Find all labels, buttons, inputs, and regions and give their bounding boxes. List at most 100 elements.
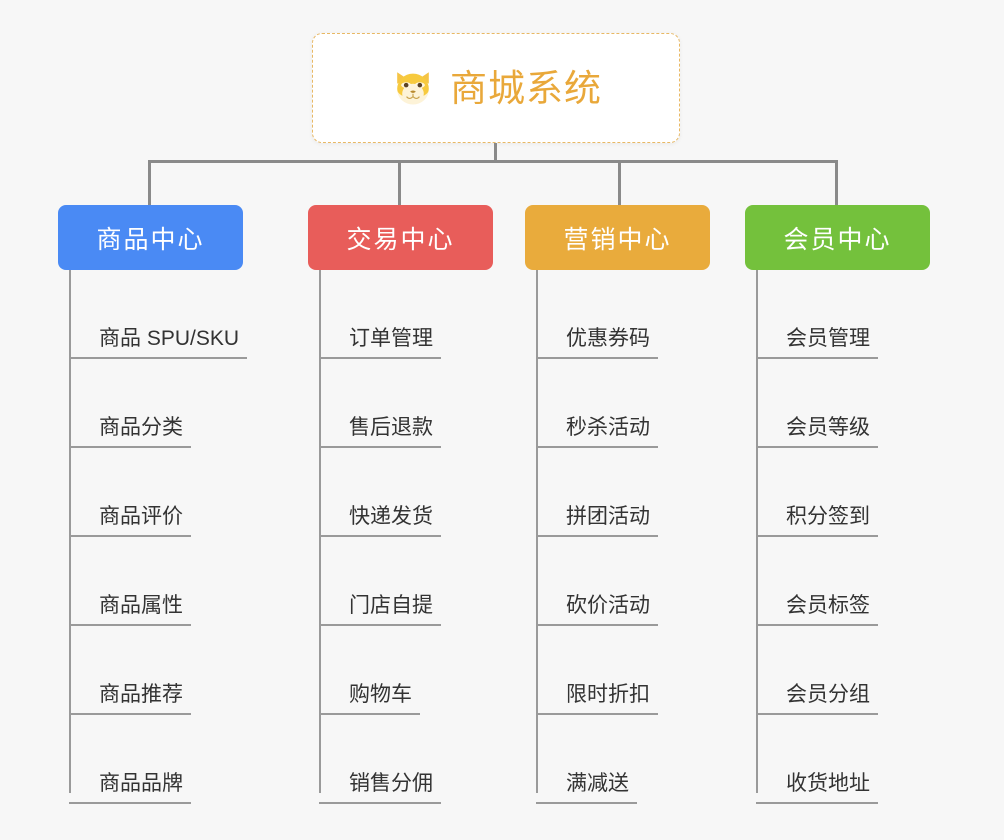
branch-header-label: 交易中心: [346, 225, 455, 254]
leaf-underline: [69, 357, 248, 359]
leaf-underline: [319, 802, 441, 804]
leaf-item[interactable]: 商品评价: [69, 448, 243, 537]
leaf-item[interactable]: 会员标签: [756, 537, 930, 626]
leaf-item[interactable]: 门店自提: [319, 537, 493, 626]
leaf-list-2: 订单管理 售后退款 快递发货 门店自提 购物车 销售分佣: [308, 270, 493, 804]
leaf-item-label: 会员等级: [786, 416, 870, 439]
leaf-item-label: 秒杀活动: [566, 416, 650, 439]
leaf-item[interactable]: 商品 SPU/SKU: [69, 270, 248, 359]
leaf-underline: [69, 535, 191, 537]
leaf-item[interactable]: 满减送: [536, 715, 710, 804]
leaf-item[interactable]: 销售分佣: [319, 715, 493, 804]
leaf-spine: [319, 270, 321, 793]
leaf-underline: [319, 713, 420, 715]
leaf-item-label: 门店自提: [349, 594, 433, 617]
leaf-item-label: 满减送: [566, 772, 629, 795]
leaf-underline: [756, 802, 878, 804]
leaf-item[interactable]: 快递发货: [319, 448, 493, 537]
leaf-underline: [69, 713, 191, 715]
leaf-item[interactable]: 商品品牌: [69, 715, 243, 804]
leaf-item-label: 会员分组: [786, 683, 870, 706]
leaf-underline: [69, 446, 191, 448]
leaf-item[interactable]: 秒杀活动: [536, 359, 710, 448]
leaf-item[interactable]: 砍价活动: [536, 537, 710, 626]
leaf-item[interactable]: 订单管理: [319, 270, 493, 359]
root-node-content: 商城系统: [390, 65, 602, 111]
leaf-item[interactable]: 会员等级: [756, 359, 930, 448]
leaf-item-label: 商品评价: [99, 505, 183, 528]
leaf-item-label: 销售分佣: [349, 772, 433, 795]
connector-horizontal-bus: [148, 160, 838, 163]
leaf-list-3: 优惠券码 秒杀活动 拼团活动 砍价活动 限时折扣 满减送: [525, 270, 710, 804]
leaf-item[interactable]: 商品分类: [69, 359, 243, 448]
leaf-item[interactable]: 积分签到: [756, 448, 930, 537]
branch-header-label: 会员中心: [783, 225, 892, 254]
leaf-underline: [536, 802, 637, 804]
leaf-item-label: 砍价活动: [566, 594, 650, 617]
leaf-list-4: 会员管理 会员等级 积分签到 会员标签 会员分组 收货地址: [745, 270, 930, 804]
connector-drop-3: [618, 160, 621, 205]
branch-header-2[interactable]: 交易中心: [308, 205, 493, 270]
leaf-item-label: 会员管理: [786, 327, 870, 350]
leaf-item-label: 快递发货: [349, 505, 433, 528]
leaf-underline: [756, 357, 878, 359]
connector-root-vertical: [494, 143, 497, 163]
leaf-item-label: 商品推荐: [99, 683, 183, 706]
leaf-item-label: 商品 SPU/SKU: [99, 327, 240, 350]
connector-drop-1: [148, 160, 151, 205]
branch-column-2: 交易中心 订单管理 售后退款 快递发货 门店自提 购物车 销售分佣: [308, 205, 493, 804]
leaf-spine: [536, 270, 538, 793]
leaf-item-label: 会员标签: [786, 594, 870, 617]
leaf-item[interactable]: 限时折扣: [536, 626, 710, 715]
leaf-item[interactable]: 购物车: [319, 626, 493, 715]
leaf-item[interactable]: 售后退款: [319, 359, 493, 448]
branch-header-3[interactable]: 营销中心: [525, 205, 710, 270]
leaf-underline: [756, 713, 878, 715]
leaf-item-label: 商品属性: [99, 594, 183, 617]
leaf-underline: [536, 535, 658, 537]
leaf-item-label: 优惠券码: [566, 327, 650, 350]
leaf-item-label: 积分签到: [786, 505, 870, 528]
leaf-spine: [69, 270, 71, 793]
leaf-item[interactable]: 会员管理: [756, 270, 930, 359]
leaf-item-label: 售后退款: [349, 416, 433, 439]
connector-drop-4: [835, 160, 838, 205]
root-node[interactable]: 商城系统: [312, 33, 680, 143]
leaf-underline: [536, 357, 658, 359]
leaf-item[interactable]: 优惠券码: [536, 270, 710, 359]
branch-column-1: 商品中心 商品 SPU/SKU 商品分类 商品评价 商品属性 商品推荐 商品品牌: [58, 205, 248, 804]
leaf-item-label: 购物车: [349, 683, 412, 706]
branch-header-label: 商品中心: [96, 225, 205, 254]
leaf-underline: [536, 624, 658, 626]
leaf-spine: [756, 270, 758, 793]
branch-header-label: 营销中心: [563, 225, 672, 254]
leaf-underline: [756, 535, 878, 537]
leaf-underline: [69, 802, 191, 804]
leaf-underline: [756, 446, 878, 448]
leaf-item-label: 限时折扣: [566, 683, 650, 706]
leaf-underline: [319, 624, 441, 626]
leaf-item-label: 商品分类: [99, 416, 183, 439]
root-title: 商城系统: [450, 67, 602, 109]
leaf-item[interactable]: 商品属性: [69, 537, 243, 626]
leaf-item[interactable]: 拼团活动: [536, 448, 710, 537]
leaf-item[interactable]: 收货地址: [756, 715, 930, 804]
shiba-dog-face-icon: [397, 72, 429, 105]
leaf-item-label: 商品品牌: [99, 772, 183, 795]
leaf-underline: [756, 624, 878, 626]
leaf-item[interactable]: 商品推荐: [69, 626, 243, 715]
branch-column-4: 会员中心 会员管理 会员等级 积分签到 会员标签 会员分组 收货地址: [745, 205, 930, 804]
branch-header-1[interactable]: 商品中心: [58, 205, 243, 270]
leaf-underline: [536, 713, 658, 715]
leaf-item[interactable]: 会员分组: [756, 626, 930, 715]
leaf-list-1: 商品 SPU/SKU 商品分类 商品评价 商品属性 商品推荐 商品品牌: [58, 270, 248, 804]
leaf-item-label: 拼团活动: [566, 505, 650, 528]
branch-header-4[interactable]: 会员中心: [745, 205, 930, 270]
leaf-underline: [69, 624, 191, 626]
leaf-underline: [319, 357, 441, 359]
connector-drop-2: [398, 160, 401, 205]
leaf-underline: [536, 446, 658, 448]
branch-column-3: 营销中心 优惠券码 秒杀活动 拼团活动 砍价活动 限时折扣 满减送: [525, 205, 710, 804]
leaf-underline: [319, 535, 441, 537]
